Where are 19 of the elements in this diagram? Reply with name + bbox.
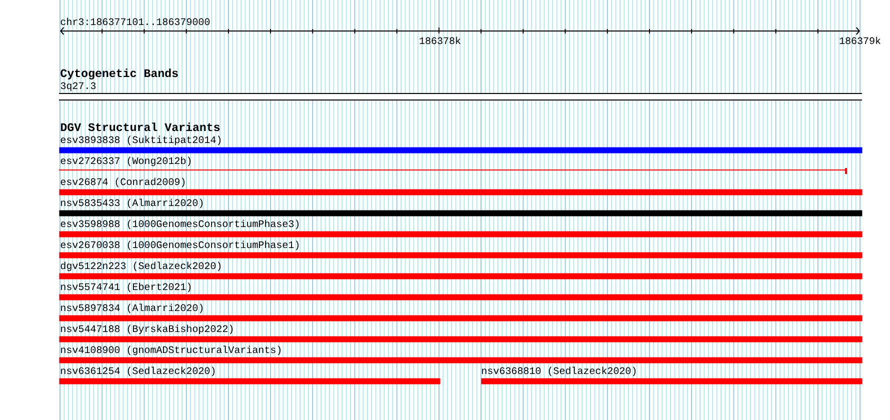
feature-label: nsv5897834 (Almarri2020) [61, 304, 203, 314]
feature-label: esv3598988 (1000GenomesConsortiumPhase3) [60, 220, 299, 230]
feature-label: esv2726337 (Wong2012b) [60, 156, 191, 166]
feature-label: esv3893838 (Suktitipat2014) [60, 136, 221, 146]
feature-label: nsv5447188 (ByrskaBishop2022) [61, 324, 233, 334]
track-title: Cytogenetic Bands [60, 68, 178, 80]
tick-label: 186379k [840, 36, 880, 44]
band-label: 3q27.3 [60, 82, 96, 92]
feature-label: esv26874 (Conrad2009) [60, 178, 185, 188]
feature-label: esv2670038 (1000GenomesConsortiumPhase1) [60, 240, 299, 250]
location-label: chr3:186377101..186379000 [60, 18, 210, 26]
feature-label: nsv5574741 (Ebert2021) [61, 282, 191, 292]
feature-label: nsv6368810 (Sedlazeck2020) [482, 366, 636, 376]
feature-label: nsv6361254 (Sedlazeck2020) [61, 366, 215, 376]
feature-label: nsv4108900 (gnomADStructuralVariants) [61, 346, 281, 356]
track-title: DGV Structural Variants [60, 122, 220, 132]
feature-label: dgv5122n223 (Sedlazeck2020) [60, 262, 221, 272]
feature-label: nsv5835433 (Almarri2020) [61, 198, 203, 208]
tick-label: 186378k [420, 36, 460, 44]
